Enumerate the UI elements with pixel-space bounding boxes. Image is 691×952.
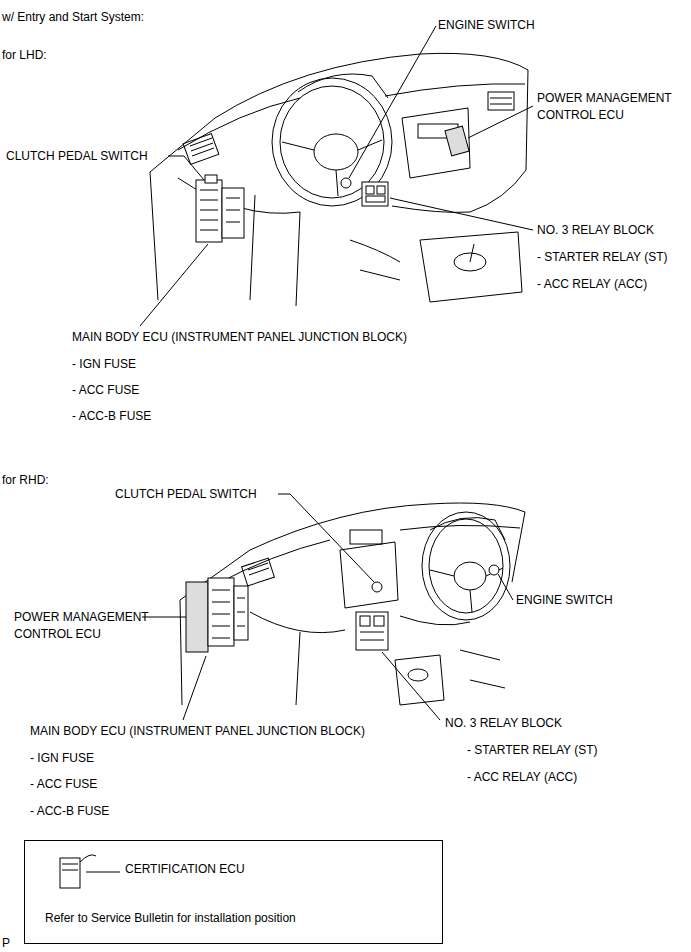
- part-label: - ACC RELAY (ACC): [467, 770, 577, 784]
- floor-line: [460, 650, 505, 688]
- dash-outline: [150, 172, 158, 300]
- leader-line: [278, 494, 374, 582]
- part-label: - ACC-B FUSE: [30, 804, 109, 818]
- power-management-ecu: [445, 126, 469, 156]
- shift-lever: [408, 669, 428, 681]
- part-label: POWER MANAGEMENT CONTROL ECU: [14, 609, 154, 643]
- air-vent: [190, 138, 214, 156]
- center-console: [420, 232, 522, 302]
- part-label: MAIN BODY ECU (INSTRUMENT PANEL JUNCTION…: [30, 724, 365, 738]
- steering-wheel: [422, 512, 510, 620]
- part-label: - IGN FUSE: [72, 357, 136, 371]
- steering-hub: [314, 134, 358, 170]
- dash-edge: [178, 98, 300, 150]
- part-label: for LHD:: [2, 48, 47, 62]
- center-stack: [340, 542, 398, 608]
- clutch-pedal-switch: [372, 582, 382, 592]
- air-vent: [488, 92, 514, 110]
- steering-wheel: [280, 86, 384, 198]
- dash-outline: [180, 600, 182, 705]
- part-label: NO. 3 RELAY BLOCK: [537, 223, 654, 237]
- leader-line: [390, 198, 533, 230]
- dash-outline: [512, 512, 525, 582]
- engine-switch: [489, 565, 499, 575]
- junction-block: [186, 578, 248, 652]
- center-vent: [350, 530, 382, 544]
- leader-line: [468, 106, 533, 138]
- part-label: - ACC FUSE: [72, 383, 139, 397]
- air-vent: [242, 558, 275, 586]
- part-label: - STARTER RELAY (ST): [537, 250, 667, 264]
- part-label: ENGINE SWITCH: [438, 18, 535, 32]
- junction-block: [196, 175, 244, 242]
- part-label: - IGN FUSE: [30, 751, 94, 765]
- leader-line: [349, 26, 436, 178]
- air-vent: [183, 134, 219, 165]
- part-label: - ACC FUSE: [30, 777, 97, 791]
- dash-outline: [150, 53, 528, 172]
- dash-edge: [215, 525, 520, 585]
- center-stack: [402, 108, 470, 178]
- shift-lever: [470, 244, 474, 262]
- relay-block: [356, 612, 388, 650]
- note-text: Refer to Service Bulletin for installati…: [45, 911, 296, 925]
- footwell: [296, 632, 300, 705]
- part-label: NO. 3 RELAY BLOCK: [445, 716, 562, 730]
- part-label: - ACC RELAY (ACC): [537, 277, 647, 291]
- leader-line: [86, 872, 120, 873]
- steering-hub: [454, 562, 486, 590]
- certification-ecu-icon: [60, 855, 120, 888]
- part-label: CERTIFICATION ECU: [125, 862, 245, 876]
- center-console: [395, 655, 444, 705]
- leader-line: [498, 574, 513, 600]
- floor-line: [350, 240, 400, 280]
- steering-wheel: [272, 78, 392, 206]
- leader-line: [142, 617, 186, 618]
- part-label: POWER MANAGEMENT CONTROL ECU: [537, 90, 677, 124]
- diagram-title: w/ Entry and Start System:: [2, 10, 144, 24]
- part-label: - ACC-B FUSE: [72, 409, 151, 423]
- leader-line: [183, 656, 206, 720]
- figure-code: P: [2, 936, 10, 950]
- footwell: [250, 195, 300, 306]
- dash-outline: [470, 70, 528, 212]
- part-label: ENGINE SWITCH: [516, 593, 613, 607]
- note-box: CERTIFICATION ECU Refer to Service Bullet…: [24, 840, 443, 944]
- rhd-dashboard: [142, 494, 525, 720]
- part-label: MAIN BODY ECU (INSTRUMENT PANEL JUNCTION…: [72, 330, 407, 344]
- air-vent: [490, 98, 512, 104]
- part-label: for RHD:: [2, 473, 49, 487]
- leader-line: [140, 244, 208, 326]
- leader-line: [382, 652, 440, 720]
- part-label: - STARTER RELAY (ST): [467, 743, 597, 757]
- meter-hood: [298, 74, 388, 98]
- air-vent: [248, 563, 269, 575]
- steering-wheel: [429, 519, 503, 613]
- dash-edge: [385, 84, 525, 96]
- lhd-dashboard: [140, 26, 533, 326]
- leader-line: [168, 156, 204, 180]
- part-label: CLUTCH PEDAL SWITCH: [6, 149, 148, 163]
- relay-block: [362, 182, 388, 206]
- engine-switch: [341, 178, 351, 188]
- part-label: CLUTCH PEDAL SWITCH: [115, 487, 257, 501]
